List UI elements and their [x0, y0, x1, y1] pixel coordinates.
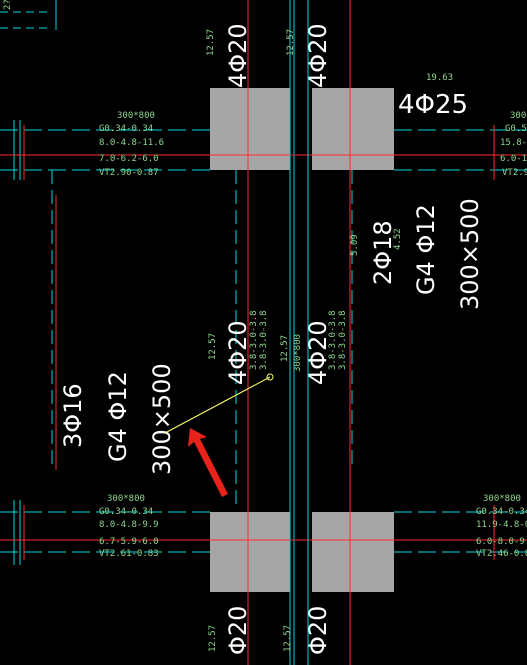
- beam-ann-bl-2: 8.0-4.8-9.9: [99, 520, 159, 530]
- leader-line-group: [164, 373, 274, 434]
- beam-center-small-r1: 3.8-3.0-3.8: [249, 310, 259, 370]
- beam-ann-tl-3: 7.0-6.2-6.0: [99, 154, 159, 164]
- beam-annotations-top-left: 300*800 G0.34-0.34 8.0-4.8-11.6 7.0-6.2-…: [99, 111, 164, 178]
- beam-center-small-r5: 300*800: [293, 334, 303, 372]
- red-pointer-arrow-icon: [188, 428, 228, 497]
- column-right-top-bar-label: 4Φ25: [398, 90, 468, 120]
- beam-ann-top-left-edge: 2?: [3, 0, 13, 10]
- column-bottom-right-bar-label: Φ20: [304, 606, 332, 655]
- beam-ann-tr-1: G0.55: [505, 124, 527, 134]
- beam-center-labels: 4Φ20 4Φ20 12.57 12.57 3.8-3.0-3.8 3.8-3.…: [208, 310, 348, 385]
- beam-left-labels: 3Φ16 G4 Φ12 300×500: [59, 363, 176, 475]
- beam-ann-br-1: G0.34-0.34: [476, 507, 527, 517]
- column-top-right[interactable]: [312, 88, 394, 170]
- beam-left-line1: 3Φ16: [59, 383, 87, 448]
- beam-ann-tr-2: 15.8-4: [500, 138, 527, 148]
- beam-right-small2: 4.52: [393, 228, 403, 250]
- beam-ann-tl-2: 8.0-4.8-11.6: [99, 138, 164, 148]
- beam-center-small-r4: 3.8-3.0-3.8: [338, 310, 348, 370]
- beam-right-line2: G4 Φ12: [412, 204, 440, 295]
- beam-ann-tr-4: VT2.9: [502, 168, 527, 178]
- beam-annotations-top-right: 300 G0.55 15.8-4 6.0-10 VT2.9: [500, 111, 527, 178]
- beam-center-bar-right: 4Φ20: [304, 320, 332, 385]
- beam-ann-tl-1: G0.34-0.34: [99, 124, 153, 134]
- column-cyan-overlay: [289, 0, 309, 665]
- column-bottom-small-left: 12.57: [208, 625, 218, 652]
- beam-left-line3: 300×500: [148, 363, 176, 475]
- beam-annotations-bottom-right: 300*800 G0.34-0.34 11.9-4.8-0.0 6.0-8.0-…: [476, 494, 527, 559]
- beam-ann-br-4: VT2.46-0.83: [476, 549, 527, 559]
- red-pointer-arrow-shape: [188, 428, 228, 497]
- column-top-left[interactable]: [210, 88, 290, 170]
- beam-ann-br-0: 300*800: [483, 494, 521, 504]
- beam-center-small-mid: 12.57: [280, 335, 290, 362]
- column-labels: 4Φ20 4Φ20 12.57 12.57 4Φ25 19.63 Φ20 Φ20…: [206, 23, 468, 655]
- beam-ann-br-2: 11.9-4.8-0.0: [476, 520, 527, 530]
- beam-center-bar-left: 4Φ20: [224, 320, 252, 385]
- beam-ann-tr-0: 300: [510, 111, 526, 121]
- beam-ann-bl-3: 6.7-5.9-6.0: [99, 537, 159, 547]
- leader-grip[interactable]: [266, 373, 274, 381]
- column-bottom-small-right: 12.57: [283, 625, 293, 652]
- beam-ann-tl-4: VT2.90-0.87: [99, 168, 159, 178]
- beam-ann-bl-0: 300*800: [107, 494, 145, 504]
- column-bottom-right[interactable]: [312, 512, 394, 592]
- leader-line: [164, 376, 271, 434]
- beam-ann-br-3: 6.0-8.0-9.0: [476, 537, 527, 547]
- beam-ann-tr-3: 6.0-10: [500, 154, 527, 164]
- column-top-left-bar-label: 4Φ20: [224, 23, 252, 88]
- beam-ann-tl-0: 300*800: [117, 111, 155, 121]
- column-red-overlay: [210, 88, 394, 592]
- columns: [210, 88, 394, 592]
- beam-right-small1: 5.09: [350, 234, 360, 256]
- column-bottom-left-bar-label: Φ20: [224, 606, 252, 655]
- beam-ann-bl-4: VT2.61-0.83: [99, 549, 159, 559]
- column-top-small-right: 12.57: [286, 29, 296, 56]
- beam-ann-bl-1: G0.34-0.34: [99, 507, 153, 517]
- beam-right-line1: 2Φ18: [369, 220, 397, 285]
- beam-center-small-r2: 3.8-3.0-3.8: [259, 310, 269, 370]
- beam-left-line2: G4 Φ12: [104, 371, 132, 462]
- beam-right-line3: 300×500: [456, 198, 484, 310]
- beam-center-small-r3: 3.8-3.0-3.8: [328, 310, 338, 370]
- beam-annotations-bottom-left: 300*800 G0.34-0.34 8.0-4.8-9.9 6.7-5.9-6…: [99, 494, 159, 559]
- column-top-right-bar-label: 4Φ20: [304, 23, 332, 88]
- column-bottom-left[interactable]: [210, 512, 290, 592]
- beam-right-labels: 2Φ18 G4 Φ12 300×500 5.09 4.52: [350, 198, 484, 310]
- column-right-top-small: 19.63: [426, 73, 453, 83]
- column-top-small-left: 12.57: [206, 29, 216, 56]
- beam-center-small-left: 12.57: [208, 333, 218, 360]
